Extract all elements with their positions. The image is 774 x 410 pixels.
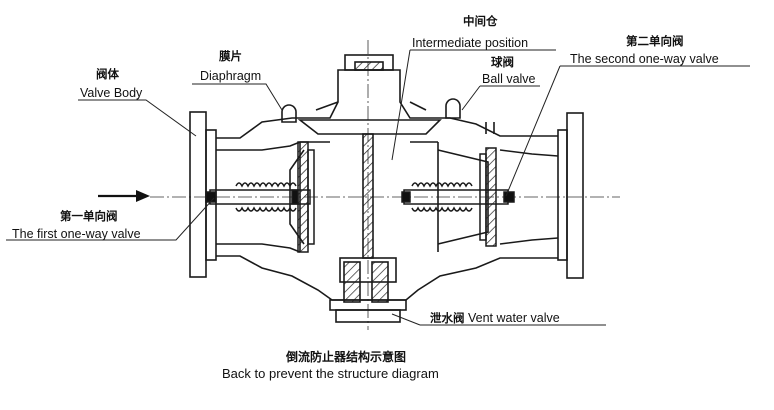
first-valve-label-en: The first one-way valve: [12, 227, 141, 241]
diaphragm-label-cn: 膜片: [219, 49, 242, 63]
valve-body: [189, 54, 584, 323]
caption-en: Back to prevent the structure diagram: [222, 366, 439, 381]
caption-cn: 倒流防止器结构示意图: [286, 350, 407, 364]
ball-valve-label-en: Ball valve: [482, 72, 536, 86]
vent-valve-label: 泄水阀 Vent water valve: [430, 311, 560, 325]
diaphragm-label-en: Diaphragm: [200, 69, 262, 83]
first-one-way-valve: [205, 141, 315, 253]
ball-valve-label-cn: 球阀: [491, 55, 514, 69]
vent-valve-label-cn: 泄水阀: [430, 311, 465, 325]
second-valve-label-en: The second one-way valve: [570, 52, 719, 66]
intermediate-label-en: Intermediate position: [412, 36, 529, 50]
valve-body-label-en: Valve Body: [80, 86, 143, 100]
second-one-way-valve: [401, 147, 515, 247]
flow-arrow: [98, 190, 150, 202]
valve-body-label-cn: 阀体: [96, 67, 119, 81]
intermediate-label-cn: 中间仓: [463, 14, 498, 28]
first-valve-label-cn: 第一单向阀: [60, 209, 118, 223]
leader-lines: [6, 49, 750, 326]
second-valve-label-cn: 第二单向阀: [626, 34, 684, 48]
vent-valve-label-en: Vent water valve: [467, 311, 560, 325]
